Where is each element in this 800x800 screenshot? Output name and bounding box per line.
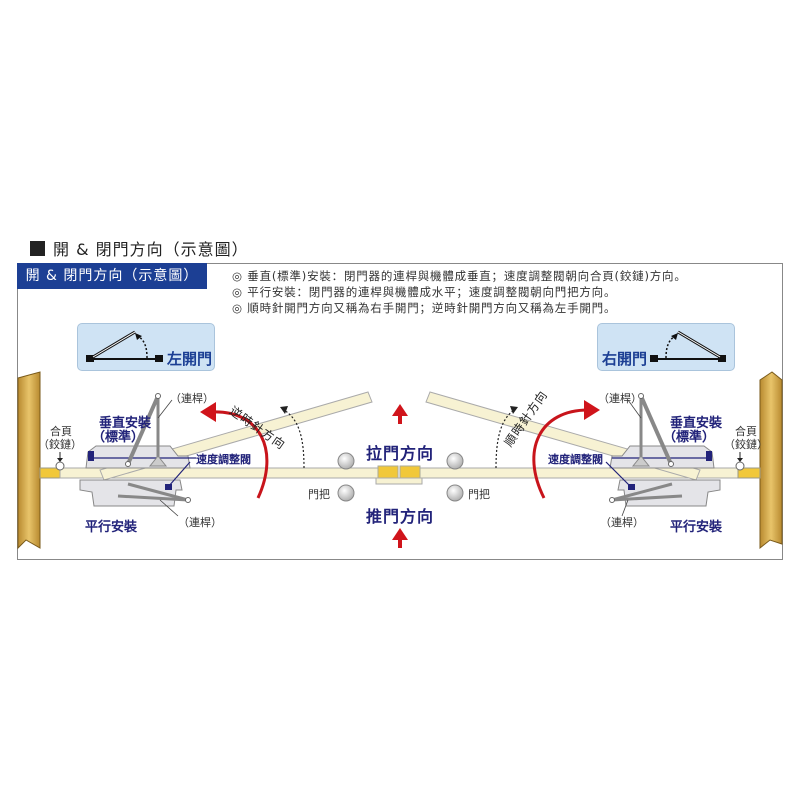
- note-parallel-install: ◎ 平行安裝：閉門器的連桿與機體成水平；速度調整閥朝向門把方向。: [232, 285, 617, 299]
- left-arm-top-label: （連桿）: [170, 392, 214, 405]
- right-hinge-sub-label: （鉸鏈）: [724, 438, 768, 451]
- right-parallel-closer: [605, 461, 721, 507]
- right-handle-label: 門把: [468, 488, 490, 501]
- left-parallel-closer: [79, 461, 191, 507]
- section-heading-text: 開 & 閉門方向（示意圖）: [53, 240, 249, 259]
- right-rotation-arrow-icon: [584, 400, 600, 420]
- left-vertical-install-label: 垂直安裝: [99, 416, 152, 431]
- right-arm-bottom-label: （連桿）: [600, 516, 644, 529]
- left-vertical-standard-label: （標準）: [92, 430, 145, 445]
- right-vertical-install-label: 垂直安裝: [670, 416, 723, 431]
- right-parallel-install-label: 平行安裝: [670, 520, 723, 535]
- right-hinge-label: 合頁: [735, 425, 757, 438]
- pull-direction-label: 拉門方向: [366, 444, 435, 463]
- left-hinge-label: 合頁: [50, 425, 72, 438]
- pull-arrow-icon: [392, 404, 408, 424]
- left-wall: [17, 371, 41, 550]
- panel-title: 開 & 閉門方向（示意圖）: [17, 263, 207, 289]
- left-handle-label: 門把: [308, 488, 330, 501]
- notes-list: ◎ 垂直(標準)安裝：閉門器的連桿與機體成垂直；速度調整閥朝向合頁(鉸鏈)方向。…: [232, 268, 687, 316]
- legend-right-open-label: 右開門: [602, 350, 648, 368]
- push-direction-label: 推門方向: [366, 507, 435, 526]
- right-vertical-closer: [609, 393, 715, 469]
- legend-right-open: 右開門: [597, 323, 735, 371]
- right-arm-top-label: （連桿）: [598, 392, 642, 405]
- left-hinge-sub-label: （鉸鏈）: [38, 438, 82, 451]
- right-wall: [759, 371, 783, 550]
- legend-left-open-label: 左開門: [167, 350, 213, 368]
- left-vertical-closer: [85, 393, 196, 469]
- note-direction: ◎ 順時針開門方向又稱為右手開門；逆時針開門方向又稱為左手開門。: [232, 301, 617, 315]
- right-speed-valve-label: 速度調整閥: [548, 453, 603, 466]
- left-arm-bottom-label: （連桿）: [178, 516, 222, 529]
- right-vertical-standard-label: （標準）: [663, 430, 716, 445]
- section-heading: 開 & 閉門方向（示意圖）: [30, 236, 249, 260]
- square-bullet-icon: [30, 240, 45, 256]
- note-vertical-install: ◎ 垂直(標準)安裝：閉門器的連桿與機體成垂直；速度調整閥朝向合頁(鉸鏈)方向。: [232, 269, 687, 283]
- push-arrow-icon: [392, 528, 408, 548]
- legend-left-open: 左開門: [77, 323, 215, 371]
- left-parallel-install-label: 平行安裝: [85, 520, 138, 535]
- left-speed-valve-label: 速度調整閥: [196, 453, 251, 466]
- left-rotation-arrow-icon: [200, 402, 216, 422]
